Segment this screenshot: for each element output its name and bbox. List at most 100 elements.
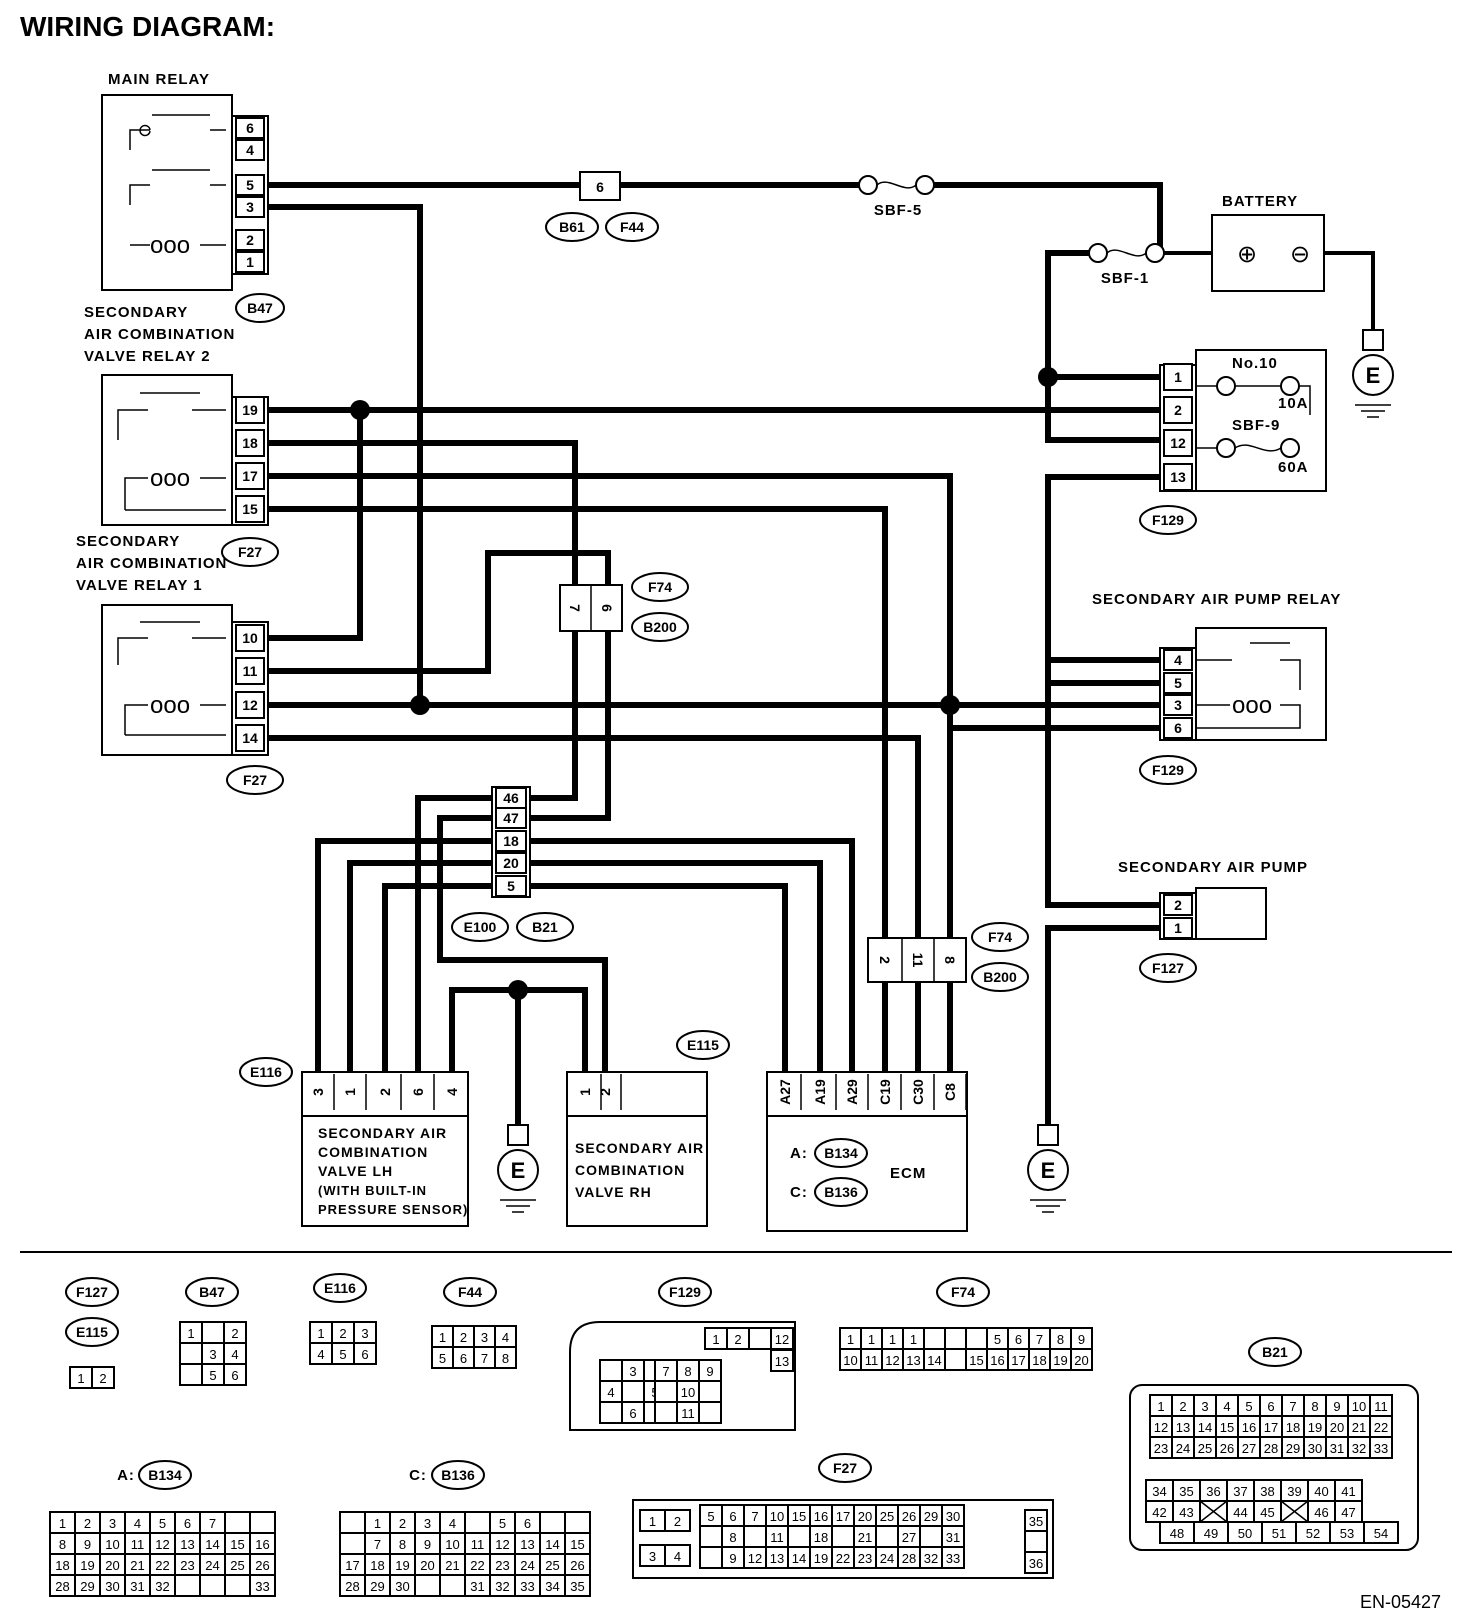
legend-b21-grid-a-pin: 27 (1242, 1441, 1256, 1456)
ecm-pin: C19 (877, 1079, 893, 1105)
legend-b134-grid-pin: 26 (255, 1558, 269, 1573)
legend-f74-grid-pin: 6 (1015, 1332, 1022, 1347)
legend-b21-grid-a-pin: 3 (1201, 1399, 1208, 1414)
legend-f129-grid-a-cell (748, 1327, 772, 1350)
joint-e100-pin: 46 (503, 790, 519, 806)
legend-b136-grid-cell (339, 1532, 366, 1555)
legend-b136-grid-pin: 28 (345, 1579, 359, 1594)
valve-rh-label-1: SECONDARY AIR (575, 1140, 704, 1156)
legend-b136-grid-pin: 35 (570, 1579, 584, 1594)
fuse-no10-label: No.10 (1232, 355, 1278, 372)
fuse-box-pin-cell (1163, 363, 1193, 391)
legend-f27-grid-c-pin: 8 (729, 1530, 736, 1545)
legend-f27-grid-d-pin: 36 (1029, 1556, 1043, 1571)
legend-f129-grid-d-cell (654, 1380, 678, 1403)
legend-b136-grid-pin: 25 (545, 1558, 559, 1573)
valve-rh-label-3: VALVE RH (575, 1184, 652, 1200)
legend-b136-oval (431, 1460, 485, 1490)
legend-f44-oval (443, 1277, 497, 1307)
pump-relay-pin: 6 (1174, 720, 1182, 736)
legend-b47-grid-pin: 4 (231, 1347, 238, 1362)
legend-b136-grid-pin: 12 (495, 1537, 509, 1552)
legend-f129-grid-c-pin: 4 (607, 1385, 614, 1400)
valve-rh-label-2: COMBINATION (575, 1162, 685, 1178)
legend-b21-grid-b-pin: 46 (1314, 1505, 1328, 1520)
relay1-pin: 10 (242, 630, 258, 646)
legend-b136-grid-pin: 11 (471, 1537, 485, 1552)
legend-c-prefix: C: (409, 1467, 427, 1484)
relay2-pin: 17 (242, 468, 258, 484)
legend-e115: E115 (76, 1324, 108, 1340)
legend-b21-grid-a-pin: 32 (1352, 1441, 1366, 1456)
legend-f27-grid-d-cell (1024, 1530, 1048, 1553)
legend-f129-oval (658, 1277, 712, 1307)
legend-f27-grid-c-pin: 24 (880, 1551, 894, 1566)
joint-e100-pin-cell (495, 807, 527, 829)
relay1-pin-cell (235, 724, 265, 752)
legend-b134-grid-pin: 14 (205, 1537, 219, 1552)
legend-f129-grid-a-pin: 12 (775, 1332, 789, 1347)
legend-f44-grid-pin: 3 (481, 1330, 488, 1345)
legend-f74: F74 (951, 1284, 975, 1300)
legend-f44-grid-pin: 5 (439, 1351, 446, 1366)
battery: BATTERY ⊕ ⊖ (1164, 193, 1375, 330)
legend-b134-grid-pin: 5 (159, 1516, 166, 1531)
legend-b136-grid-pin: 22 (470, 1558, 484, 1573)
main-relay-pin-cell (235, 229, 265, 251)
legend-f27-grid-c-cell (831, 1525, 855, 1548)
legend-b134-grid-cell (224, 1511, 251, 1534)
legend-b136-grid-cell (414, 1574, 441, 1597)
legend-f129-grid-d-cell (698, 1401, 722, 1424)
valve-lh-connector: E116 (250, 1064, 282, 1080)
legend-f27-grid-d-pin: 35 (1029, 1514, 1043, 1529)
legend-b134-grid-pin: 22 (155, 1558, 169, 1573)
legend-b136-grid-pin: 29 (370, 1579, 384, 1594)
legend-f129-grid-c-cell (599, 1401, 623, 1424)
legend-b21-grid-b-pin: 47 (1341, 1505, 1355, 1520)
relay-2: SECONDARY AIR COMBINATION VALVE RELAY 2 … (84, 304, 279, 567)
legend-b136-grid-pin: 19 (395, 1558, 409, 1573)
legend-b136-grid-pin: 31 (470, 1579, 484, 1594)
legend-b134-grid-pin: 2 (84, 1516, 91, 1531)
relay1-pin-cell (235, 657, 265, 685)
legend-b134-grid-pin: 9 (84, 1537, 91, 1552)
legend-b21-grid-a-pin: 33 (1374, 1441, 1388, 1456)
relay1-label-3: VALVE RELAY 1 (76, 577, 203, 594)
legend-b136-grid-pin: 17 (345, 1558, 359, 1573)
legend-b21-grid-b-pin: 35 (1179, 1484, 1193, 1499)
joint-f74-bot-pin-2: 11 (910, 953, 926, 968)
legend-b21-grid-a-pin: 21 (1352, 1420, 1366, 1435)
legend-b136-grid-pin: 21 (445, 1558, 459, 1573)
legend-f74-grid-pin: 1 (910, 1332, 917, 1347)
relay1-pin: 14 (242, 730, 258, 746)
pump-relay-pin: 5 (1174, 675, 1182, 691)
legend-b134-grid-pin: 3 (109, 1516, 116, 1531)
legend-b134-grid-cell (224, 1574, 251, 1597)
relay2-pin-cell (235, 429, 265, 457)
valve-lh-pin: 2 (377, 1088, 393, 1096)
connector-f44: F44 (620, 219, 644, 235)
legend-f74-oval (936, 1277, 990, 1307)
legend-b136-grid-pin: 6 (524, 1516, 531, 1531)
legend-b136-grid-pin: 15 (570, 1537, 584, 1552)
legend-b21-grid-a-pin: 23 (1154, 1441, 1168, 1456)
legend-f129-grid-c-pin: 6 (629, 1406, 636, 1421)
pump-connector: F127 (1152, 960, 1184, 976)
legend-b21-grid-a-pin: 28 (1264, 1441, 1278, 1456)
legend-f27-grid-c-pin: 7 (751, 1509, 758, 1524)
joint-f74-top-pin-a: 7 (567, 604, 583, 612)
legend-b136-grid-pin: 18 (370, 1558, 384, 1573)
ground-center: E (497, 1124, 539, 1213)
legend-b21-grid-a-pin: 12 (1154, 1420, 1168, 1435)
legend-b134-grid-pin: 21 (130, 1558, 144, 1573)
pump-relay-pin-cell (1163, 649, 1193, 671)
legend-a-prefix: A: (117, 1467, 135, 1484)
main-relay-label: MAIN RELAY (108, 71, 210, 88)
relay2-pin-cell (235, 495, 265, 523)
